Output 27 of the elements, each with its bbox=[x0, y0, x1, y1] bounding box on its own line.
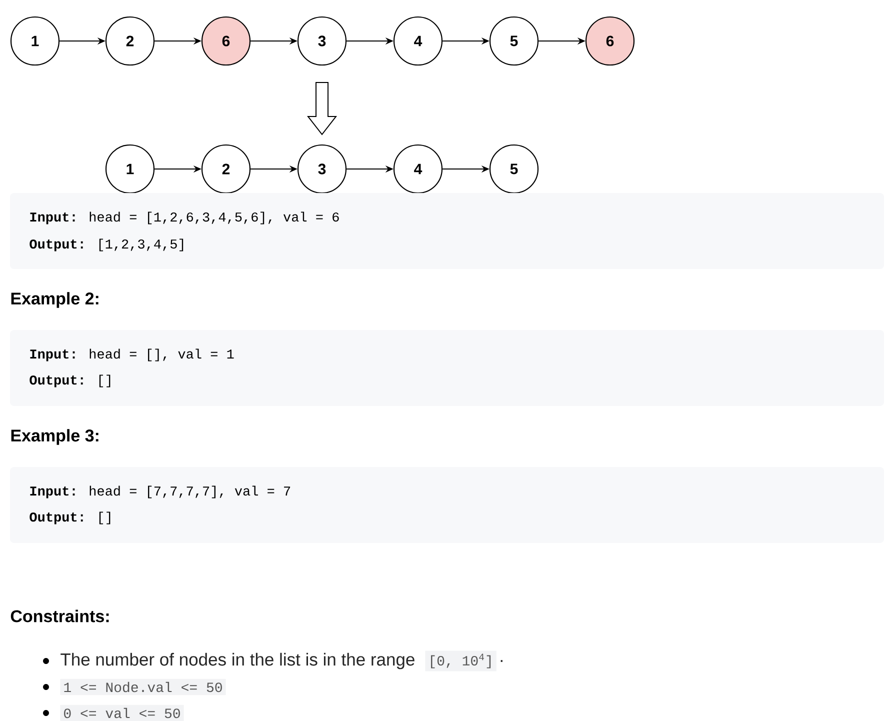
text: . bbox=[500, 660, 502, 662]
list-node: 4 bbox=[393, 144, 443, 194]
inline-code: 1 <= Node.val <= 50 bbox=[60, 678, 226, 696]
list-node: 1 bbox=[105, 144, 155, 194]
list-node: 1 bbox=[10, 16, 60, 66]
block-arrow bbox=[306, 82, 338, 136]
list-node: 3 bbox=[297, 16, 347, 66]
list-node: 2 bbox=[105, 16, 155, 66]
inline-code: [0, 10$^{4}$] bbox=[425, 650, 496, 672]
code-line: Input: head = [7,7,7,7], val = 7 bbox=[30, 486, 290, 498]
list-node: 6 bbox=[201, 16, 251, 66]
inline-code: 0 <= val <= 50 bbox=[60, 704, 184, 721]
code-line: Output: [] bbox=[30, 374, 110, 388]
code-line: Input: head = [1,2,6,3,4,5,6], val = 6 bbox=[30, 212, 339, 224]
list-node: 5 bbox=[489, 144, 539, 194]
heading: Constraints: bbox=[10, 610, 109, 622]
list-node: 4 bbox=[393, 16, 443, 66]
list-node: 2 bbox=[201, 144, 251, 194]
heading: Example 3: bbox=[11, 429, 98, 445]
code-line: Output: [] bbox=[30, 512, 110, 524]
code-line: Output: [1,2,3,4,5] bbox=[30, 238, 184, 252]
text: The number of nodes in the list is in the range bbox=[60, 652, 414, 670]
list-node: 6 bbox=[585, 16, 635, 66]
code-line: Input: head = [], val = 1 bbox=[30, 348, 234, 362]
heading: Example 2: bbox=[11, 292, 98, 308]
list-node: 3 bbox=[297, 144, 347, 194]
list-node: 5 bbox=[489, 16, 539, 66]
